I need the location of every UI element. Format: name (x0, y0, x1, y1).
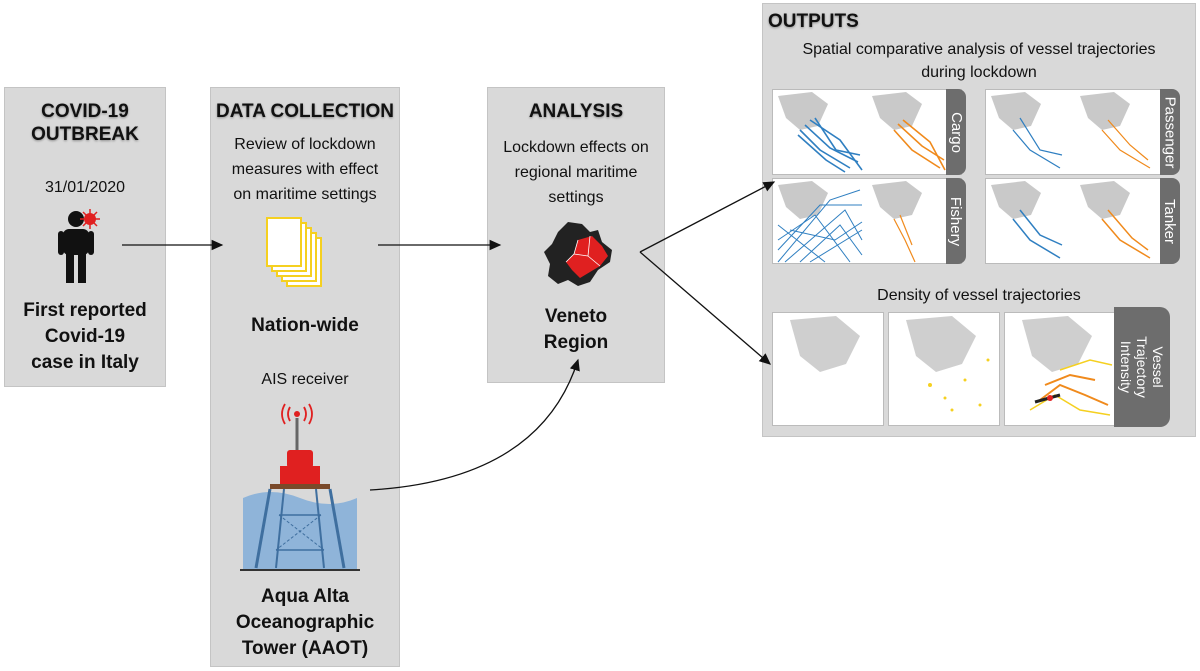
arrow-tower-to-analysis (369, 358, 580, 491)
tab-fishery: Fishery (946, 178, 966, 264)
tower-name-line2: Oceanographic (235, 612, 375, 633)
outputs-subtitle1-line1: Spatial comparative analysis of vessel t… (802, 41, 1156, 58)
ais-receiver-label: AIS receiver (261, 371, 349, 388)
tower-name-line1: Aqua Alta (261, 586, 349, 607)
data-collection-desc-line2: measures with effect (231, 161, 379, 178)
analysis-desc-line1: Lockdown effects on (503, 139, 649, 156)
arrow-analysis-to-density (639, 251, 771, 365)
outputs-subtitle2: Density of vessel trajectories (877, 287, 1081, 304)
nation-wide-label: Nation-wide (251, 315, 359, 336)
outbreak-date: 31/01/2020 (44, 179, 126, 196)
veneto-region-line2: Region (543, 332, 609, 353)
tab-tanker: Tanker (1160, 178, 1180, 264)
analysis-desc-line2: regional maritime (514, 164, 638, 181)
outbreak-heading-line1: COVID-19 (41, 101, 129, 122)
veneto-region-line1: Veneto (544, 306, 608, 327)
virus-icon (80, 209, 100, 229)
tab-vessel-trajectory-intensity: Vessel Trajectory Intensity (1114, 307, 1170, 427)
outbreak-heading-line2: OUTBREAK (31, 124, 139, 145)
data-collection-desc-line1: Review of lockdown (234, 136, 376, 153)
tab-cargo: Cargo (946, 89, 966, 175)
data-collection-heading: DATA COLLECTION (215, 101, 394, 122)
analysis-heading: ANALYSIS (528, 101, 624, 122)
data-collection-desc-line3: on maritime settings (233, 186, 377, 203)
outputs-subtitle1-line2: during lockdown (921, 64, 1037, 81)
tower-name-line3: Tower (AAOT) (241, 638, 369, 659)
antenna-signal-icon (281, 403, 313, 450)
outputs-heading: OUTPUTS (768, 11, 859, 32)
outbreak-caption-line3: case in Italy (31, 352, 139, 373)
outbreak-caption-line1: First reported (23, 300, 147, 321)
analysis-desc-line3: settings (548, 189, 604, 206)
outbreak-caption-line2: Covid-19 (44, 326, 126, 347)
tab-passenger: Passenger (1160, 89, 1180, 175)
arrow-analysis-to-spatial (639, 181, 776, 253)
